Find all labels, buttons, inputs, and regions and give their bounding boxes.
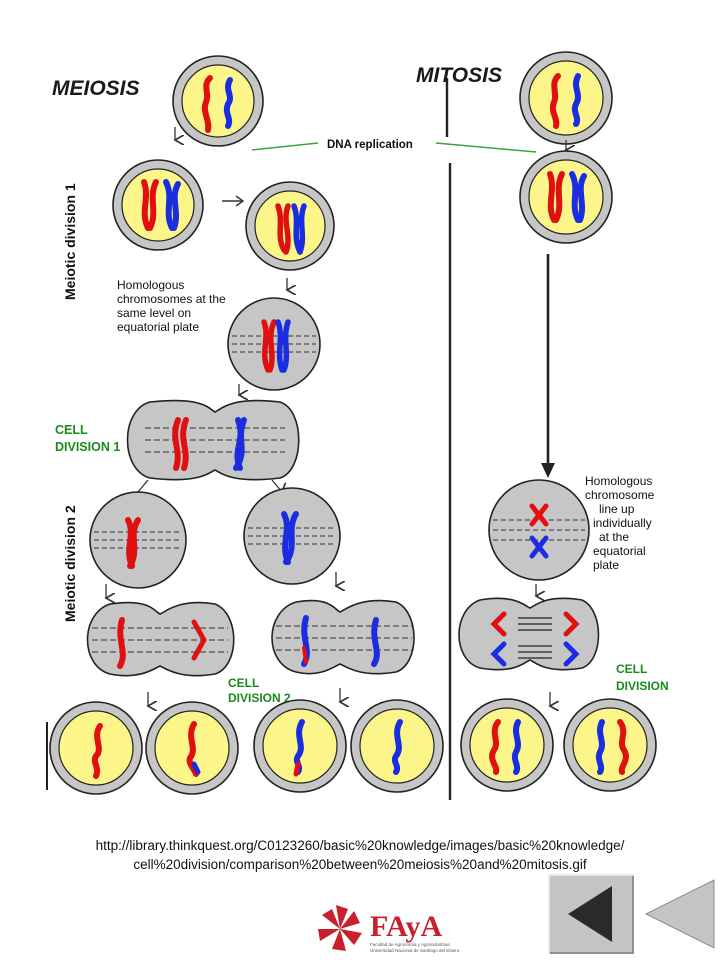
back-triangle-icon [644,879,715,949]
meiosis-anaphase-2-cell-left [86,601,235,677]
meiosis-anaphase-1-cell [126,399,300,481]
cell-division-mitosis-label: CELL DIVISION [616,662,669,693]
mitosis-replicated-cell [519,150,613,244]
homologous-meiosis-line-2: chromosomes at the [117,292,226,306]
homologous-mitosis-line-5: at the [599,530,629,544]
previous-slide-button[interactable] [548,874,634,954]
homologous-meiosis-line-1: Homologous [117,278,184,292]
meiosis-anaphase-2-cell-right [271,599,415,675]
dna-line-left [251,142,319,151]
meiosis-daughter-cell-2 [145,701,239,795]
cell-division-2-line-2: DIVISION 2 [228,691,291,705]
logo-text: FAyA [370,910,443,943]
meiotic-division-2-label: Meiotic division 2 [62,505,78,622]
homologous-meiosis-line-3: same level on [117,306,191,320]
cell-division-2-line-1: CELL [228,676,259,690]
meiosis-replicated-cell [112,159,204,251]
cell-division-mitosis-line-1: CELL [616,662,647,676]
back-button[interactable] [640,874,720,954]
source-url-line-2: cell%20division/comparison%20between%20m… [133,857,587,872]
meiosis-parent-cell [172,55,264,147]
dna-replication-label: DNA replication [327,139,413,151]
homologous-mitosis-line-2: chromosome [585,488,655,502]
logo-subtext-2: Universidad Nacional de Santiago del Est… [370,948,460,953]
meiosis-metaphase-1-cell [227,297,321,391]
cell-division-mitosis-line-2: DIVISION [616,679,669,693]
source-url: http://library.thinkquest.org/C0123260/b… [20,836,700,874]
faya-logo-image: FAyA Facultad de Agronomía y Agroindustr… [318,905,460,953]
homologous-mitosis-label: Homologous chromosome line up individual… [585,474,658,572]
homologous-mitosis-line-1: Homologous [585,474,652,488]
homologous-meiosis-label: Homologous chromosomes at the same level… [117,278,229,334]
homologous-meiosis-line-4: equatorial plate [117,320,199,334]
mitosis-anaphase-cell [458,597,600,671]
triangle-left-icon [568,886,612,942]
cell-division-1-label: CELL DIVISION 1 [55,423,120,454]
homologous-mitosis-line-3: line up [599,502,635,516]
meiosis-daughter-cell-4 [350,699,444,793]
source-url-line-1: http://library.thinkquest.org/C0123260/b… [95,838,625,853]
meiotic-division-1-label: Meiotic division 1 [62,183,78,300]
mitosis-daughter-cell-2 [563,698,657,792]
mitosis-title: MITOSIS [416,64,502,87]
meiosis-daughter-cell-3 [253,699,347,793]
logo-subtext: Facultad de Agronomía y Agroindustrias [370,942,451,947]
cell-division-2-label: CELL DIVISION 2 [228,676,291,705]
faya-logo: FAyA Facultad de Agronomía y Agroindustr… [314,900,466,958]
homologous-mitosis-line-4: individually [593,516,652,530]
meiosis-title: MEIOSIS [52,77,140,100]
mitosis-parent-cell [519,51,613,145]
meiosis-daughter-cell-1 [49,701,143,795]
homologous-mitosis-line-7: plate [593,558,619,572]
mitosis-daughter-cell-1 [460,698,554,792]
meiosis-synapsis-cell [245,181,335,271]
homologous-mitosis-line-6: equatorial [593,544,646,558]
mitosis-metaphase-cell [488,479,590,581]
meiosis-metaphase-2-cell-left [89,491,187,589]
meiosis-mitosis-diagram: MEIOSIS MITOSIS Meiotic division 1 Meiot… [46,51,669,800]
dna-line-right [435,142,537,153]
meiosis-metaphase-2-cell-right [243,487,341,585]
cell-division-1-line-2: DIVISION 1 [55,440,120,454]
cell-division-1-line-1: CELL [55,423,88,437]
